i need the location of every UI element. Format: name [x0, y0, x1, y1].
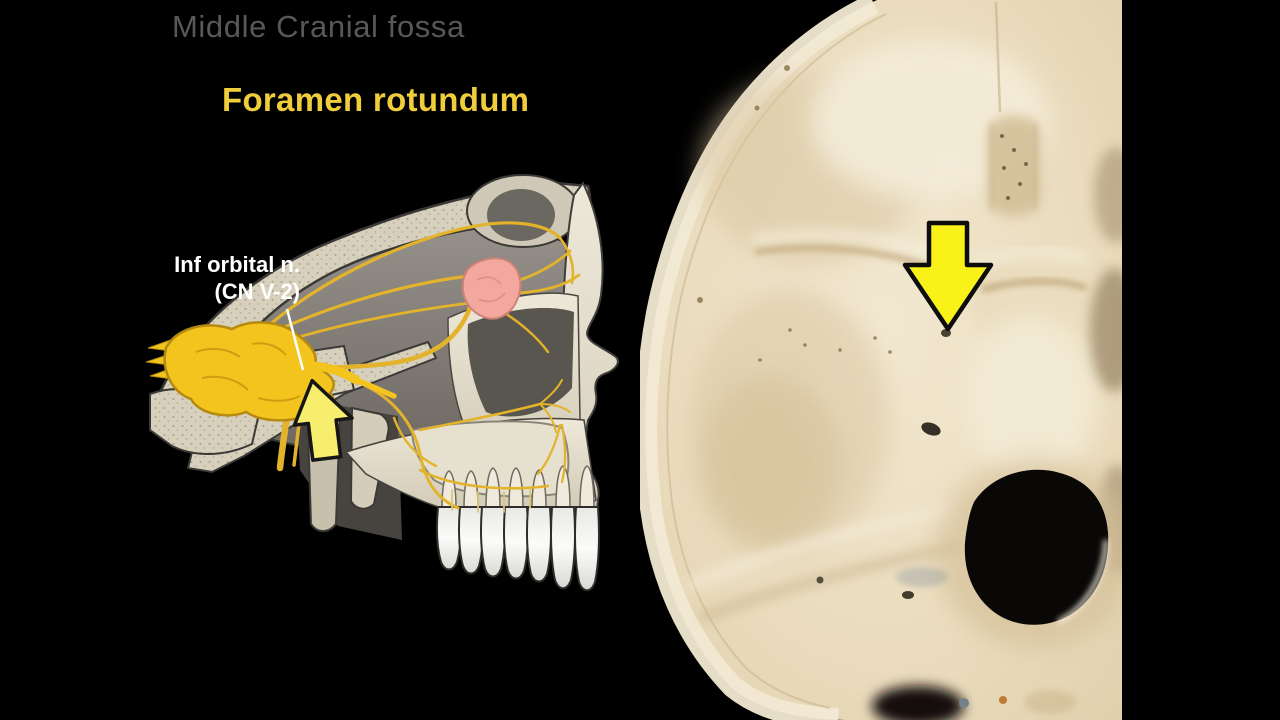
- orbit-opening: [467, 308, 574, 417]
- label-leader-line: [285, 308, 305, 371]
- cribriform-plate: [988, 1, 1040, 216]
- nerve-annotation-line2: (CN V-2): [214, 279, 300, 304]
- sagittal-skull-illustration: [145, 174, 619, 592]
- calvaria-window: [487, 189, 555, 241]
- upper-teeth: [436, 506, 600, 592]
- arrow-up-icon: [292, 378, 354, 462]
- nerve-annotation: Inf orbital n. (CN V-2): [116, 251, 300, 305]
- sella-turcica: [962, 245, 1112, 485]
- foramen-ovale: [921, 422, 941, 436]
- nerve-annotation-line1: Inf orbital n.: [174, 252, 300, 277]
- arrow-down-icon: [902, 220, 994, 332]
- foramen-magnum: [964, 469, 1109, 625]
- trigeminal-ganglion: [145, 321, 397, 422]
- slide-heading: Foramen rotundum: [222, 81, 530, 118]
- skull-base-photo: [640, 0, 1122, 720]
- slide-title: Middle Cranial fossa: [172, 9, 465, 44]
- pink-ganglion: [461, 257, 522, 320]
